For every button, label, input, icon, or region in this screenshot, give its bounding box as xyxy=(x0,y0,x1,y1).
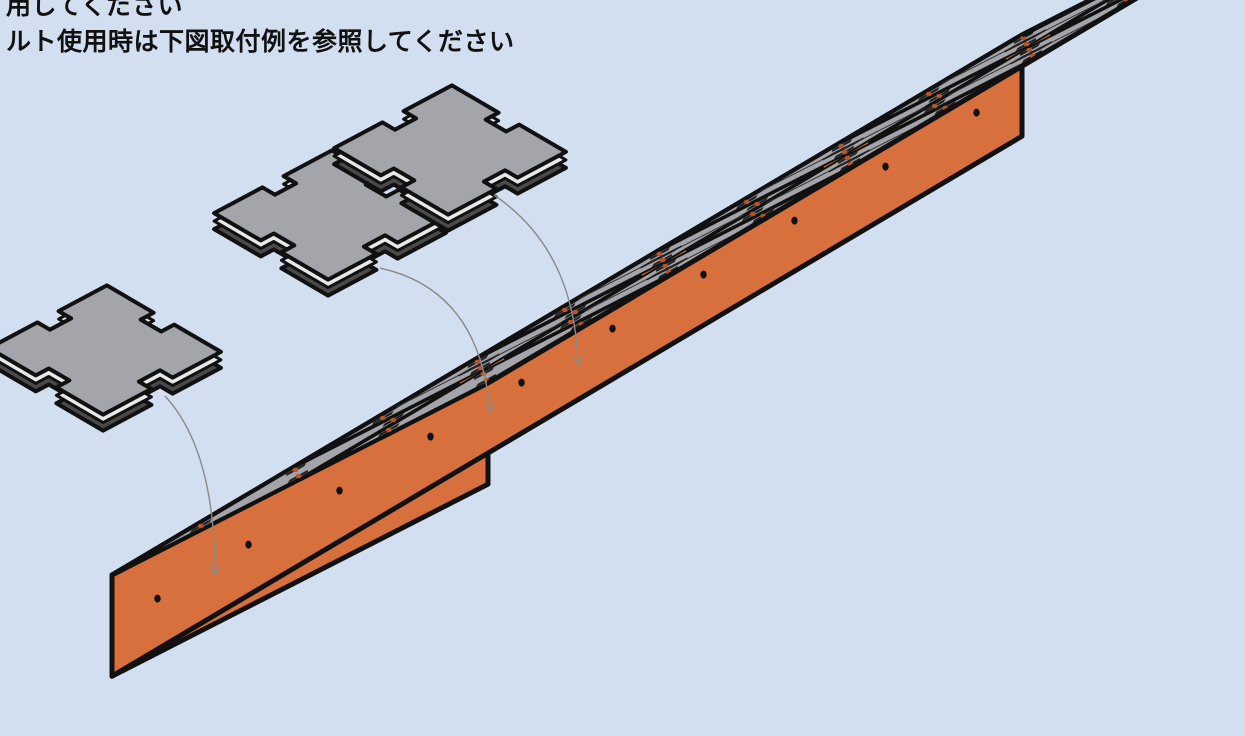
panel-handle xyxy=(828,149,870,173)
guide-arrow-head xyxy=(572,355,584,367)
bolt-head xyxy=(474,359,481,365)
caption-line-2: ルト使用時は下図取付例を参照してください xyxy=(6,27,515,56)
bolt-head xyxy=(754,201,761,207)
wall-hole xyxy=(245,540,252,549)
tray xyxy=(109,0,1139,679)
bolt-head xyxy=(1023,41,1030,47)
bolt-head xyxy=(385,427,392,433)
wall-hole xyxy=(882,162,889,171)
wall-hole xyxy=(700,270,707,279)
wall-hole xyxy=(154,594,161,603)
bolt-head xyxy=(659,257,666,263)
guide-arrow xyxy=(164,395,216,576)
bolt-head xyxy=(292,467,299,473)
bolt-head xyxy=(295,473,302,479)
panel-handle xyxy=(822,137,864,161)
guide-arrow-head xyxy=(484,402,496,414)
bolt-head xyxy=(925,91,932,97)
bolt-head xyxy=(841,149,848,155)
guide-arrow xyxy=(379,267,491,413)
guide-arrow xyxy=(493,194,579,366)
bolt-head xyxy=(838,143,845,149)
panel-handle xyxy=(1010,41,1052,65)
bolt-head xyxy=(931,103,938,109)
tray-panel xyxy=(133,382,461,564)
loose-plates xyxy=(0,83,568,433)
wall-hole xyxy=(336,486,343,495)
guide-arrow-head xyxy=(209,565,221,577)
wall-hole xyxy=(518,378,525,387)
bolt-recess xyxy=(1105,0,1116,6)
bolt-head xyxy=(936,93,943,99)
wall-hole xyxy=(609,324,616,333)
bolt-head xyxy=(749,211,756,217)
bolt-head xyxy=(662,263,669,269)
tray-back-edge xyxy=(486,0,1139,386)
wall-hole xyxy=(973,108,980,117)
bolt-head xyxy=(1020,35,1027,41)
bolt-head xyxy=(379,415,386,421)
panel-handle xyxy=(646,257,688,281)
bolt-head xyxy=(197,523,204,529)
wall-hole xyxy=(427,432,434,441)
panel-handle xyxy=(640,245,682,269)
bolt-head xyxy=(656,251,663,257)
bolt-head xyxy=(567,319,574,325)
panel-handle xyxy=(458,353,500,377)
plate-1 xyxy=(0,283,223,417)
tray-panel xyxy=(1049,0,1121,36)
bolt-head xyxy=(844,155,851,161)
bolt-head xyxy=(743,199,750,205)
caption-line-1: 用してください xyxy=(6,0,184,20)
bolt-head xyxy=(390,417,397,423)
bolt-head xyxy=(572,309,579,315)
placement-arrows xyxy=(164,194,584,577)
wall-hole xyxy=(791,216,798,225)
bolt-head xyxy=(561,307,568,313)
plate-3 xyxy=(332,83,568,217)
panel-handle xyxy=(1004,29,1046,53)
bolt-head xyxy=(1026,47,1033,53)
